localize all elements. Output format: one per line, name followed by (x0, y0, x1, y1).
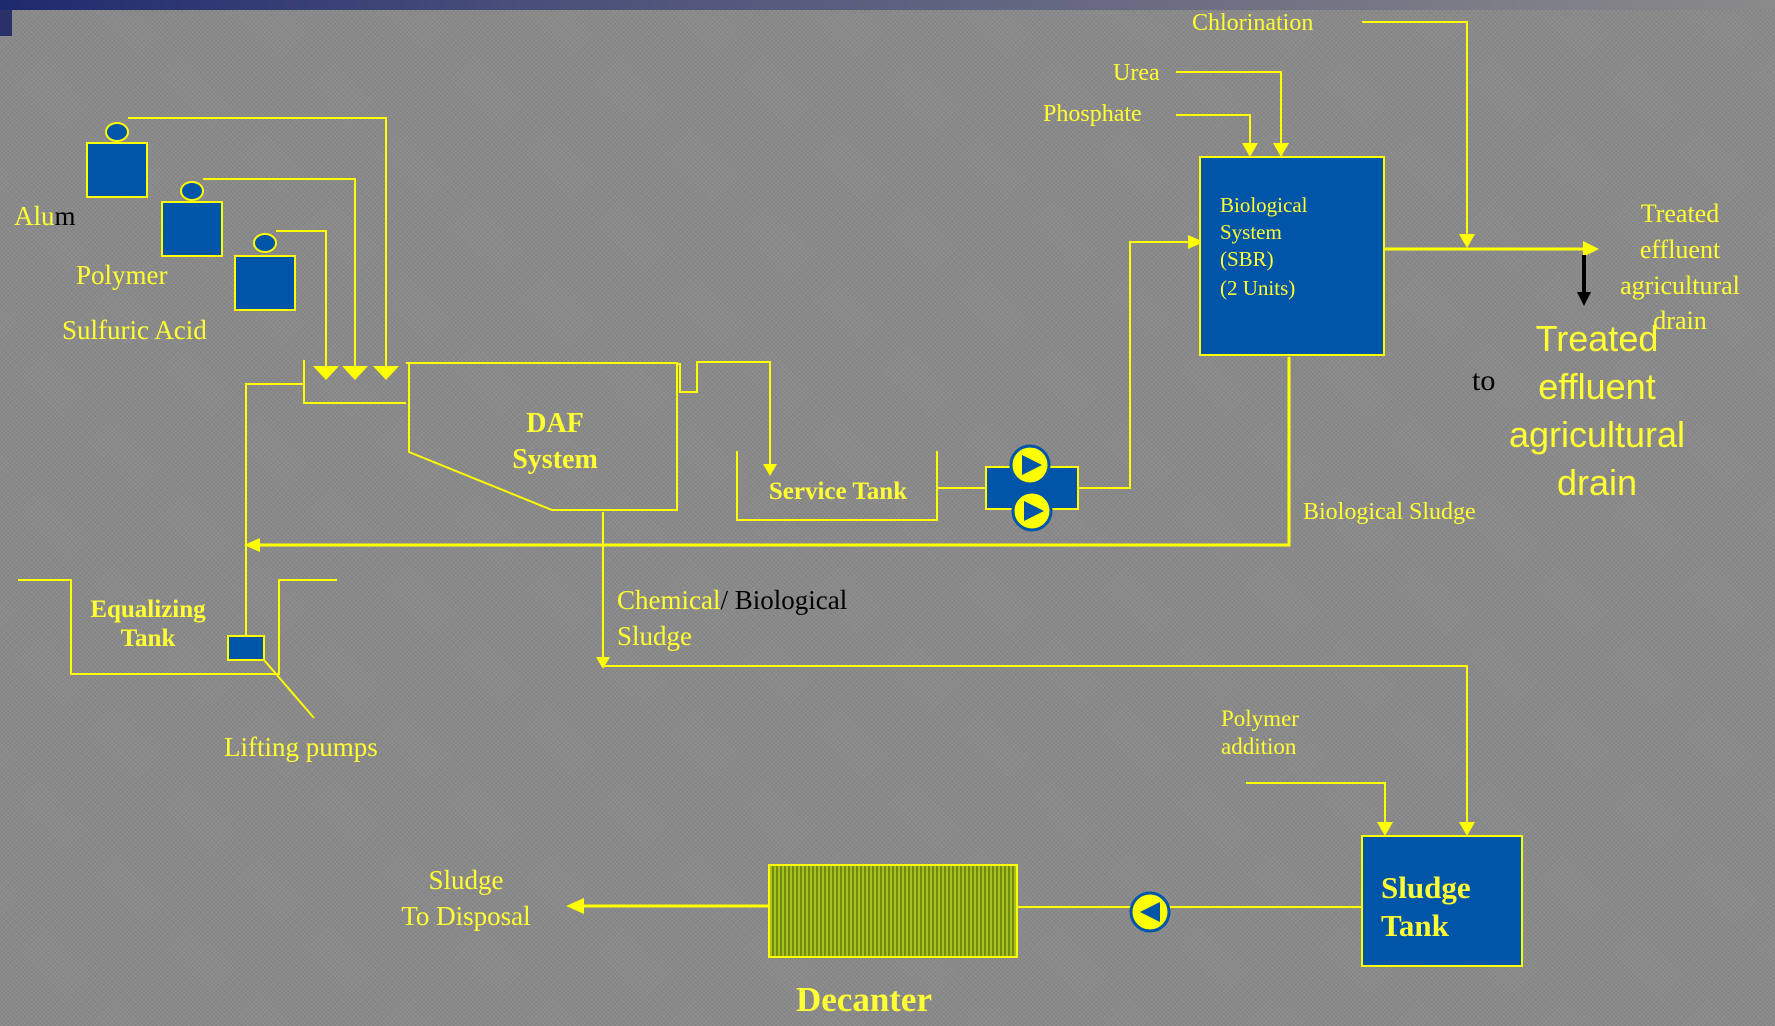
alum-label: Alum (14, 201, 76, 231)
chemical-text: Chemical (617, 585, 720, 615)
biological-system-label-2: System (1220, 220, 1282, 244)
sulfuric-acid-dosing-tank (234, 233, 296, 311)
alum-dosing-tank (86, 122, 148, 198)
daf-system-unit (303, 360, 777, 511)
sludge-tank-box (1361, 835, 1523, 967)
daf-label-1: DAF (526, 408, 584, 439)
equalizing-tank-unit (18, 579, 337, 675)
decanter-label: Decanter (796, 980, 932, 1019)
sludge-label: Sludge (617, 621, 692, 651)
sludge-tank-label-2: Tank (1381, 908, 1450, 943)
pump-icon (985, 444, 1079, 532)
polymer-addition-label-1: Polymer (1221, 706, 1299, 731)
treated-effluent-large-4: drain (1557, 462, 1637, 503)
chemical-feed-lines (128, 117, 399, 380)
alum-text-b: m (55, 201, 76, 231)
sludge-disposal-label-2: To Disposal (401, 901, 530, 931)
nutrient-feed-lines (1176, 21, 1475, 248)
biological-sludge-return-line (258, 357, 1291, 547)
treated-effluent-small-2: effluent (1640, 235, 1721, 264)
sludge-to-sludge-tank-line (603, 665, 1468, 824)
biological-system-box (1199, 156, 1385, 356)
corner-square-decoration (0, 10, 12, 36)
equalizing-tank-label-1: Equalizing (90, 596, 206, 623)
biological-system-label-1: Biological (1220, 193, 1308, 217)
daf-label-2: System (512, 444, 598, 475)
equalizing-to-daf-line (245, 383, 304, 640)
chemical-biological-label: Chemical/ Biological (617, 585, 847, 615)
to-label: to (1472, 364, 1495, 397)
sulfuric-acid-label: Sulfuric Acid (62, 315, 207, 345)
equalizing-tank-label-2: Tank (121, 625, 176, 652)
sludge-tank-label-1: Sludge (1381, 870, 1471, 905)
decanter-unit (768, 864, 1018, 958)
treated-effluent-large-2: effluent (1538, 366, 1655, 407)
phosphate-label: Phosphate (1043, 101, 1142, 127)
down-arrow-icon (1577, 255, 1591, 306)
urea-label: Urea (1113, 60, 1160, 86)
lifting-pumps-leader-line (263, 659, 315, 719)
treated-effluent-small-1: Treated (1641, 199, 1719, 228)
polymer-addition-label-2: addition (1221, 734, 1297, 759)
pump-to-biological-line (1078, 241, 1190, 489)
service-tank-unit (736, 451, 938, 521)
treated-effluent-small-4: drain (1653, 306, 1706, 335)
sludge-disposal-label-1: Sludge (428, 865, 503, 895)
chlorination-label: Chlorination (1192, 10, 1313, 36)
treated-effluent-large-3: agricultural (1509, 414, 1685, 455)
service-tank-label: Service Tank (769, 478, 907, 505)
treated-effluent-small-3: agricultural (1620, 271, 1740, 300)
alum-text-a: Alu (14, 201, 55, 231)
sludge-pump-icon (1129, 891, 1171, 933)
biological-sludge-label: Biological Sludge (1303, 499, 1476, 525)
polymer-dosing-tank (161, 181, 223, 257)
biological-system-label-4: (2 Units) (1220, 276, 1295, 300)
lifting-pumps-label: Lifting pumps (224, 732, 378, 762)
biological-system-label-3: (SBR) (1220, 247, 1274, 271)
title-bar-decoration (0, 0, 1775, 10)
biological-slash-text: / Biological (720, 585, 847, 615)
lifting-pump-icon (227, 635, 265, 661)
treated-effluent-large-1: Treated (1536, 318, 1659, 359)
polymer-label: Polymer (76, 260, 168, 290)
polymer-addition-line (1246, 782, 1386, 824)
